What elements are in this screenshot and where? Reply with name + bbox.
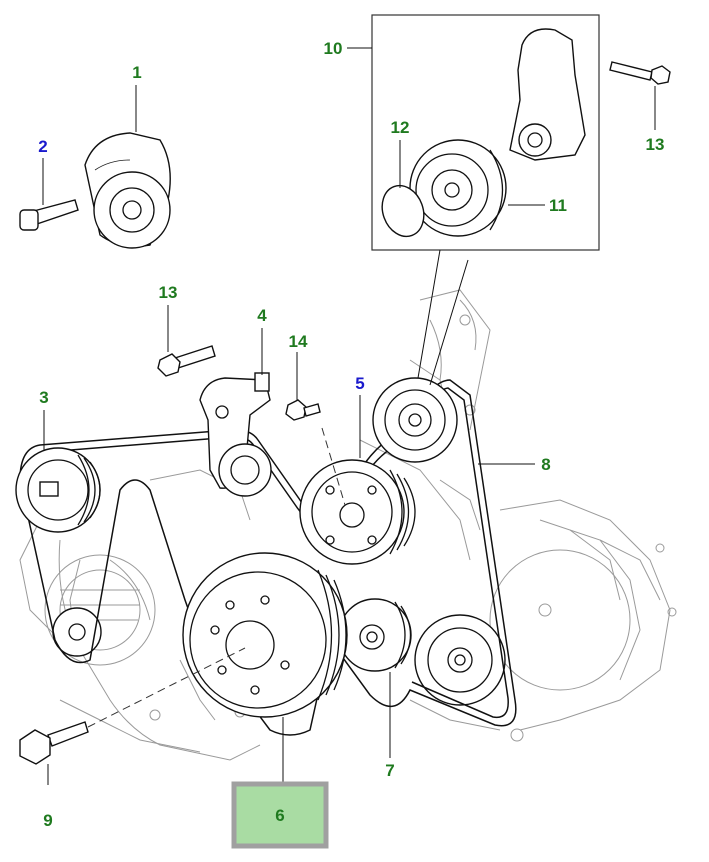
engine-block-outline: [19, 289, 677, 761]
water-pump-pulley-5: [299, 459, 416, 565]
bolt-9: [19, 721, 89, 765]
callout-14: 14: [289, 332, 308, 351]
callout-7: 7: [385, 761, 394, 780]
highlight-label: 6: [275, 806, 284, 825]
idler-pulley: [372, 377, 458, 463]
callout-4: 4: [257, 306, 267, 325]
callout-11: 11: [549, 196, 567, 215]
callout-9: 9: [43, 811, 52, 830]
highlight-box[interactable]: [231, 781, 329, 849]
callout-3: 3: [39, 388, 48, 407]
bolt-2: [19, 199, 79, 231]
callout-13-mid: 13: [159, 283, 178, 302]
crank-axis: [87, 647, 246, 728]
tensioner-1: [84, 132, 171, 249]
detail-inset-10: [371, 14, 671, 251]
crankshaft-damper-6: [182, 552, 348, 718]
alternator: [44, 554, 156, 666]
leader-lines: [42, 47, 656, 785]
callout-2: 2: [38, 137, 47, 156]
bolt-13-mid: [157, 345, 216, 377]
ac-compressor: [414, 549, 631, 706]
callout-8: 8: [541, 455, 550, 474]
callout-12: 12: [391, 118, 410, 137]
callout-13-inset: 13: [646, 135, 665, 154]
callout-1: 1: [132, 63, 141, 82]
callout-5: 5: [355, 374, 364, 393]
water-pump-axis: [321, 427, 346, 506]
bolt-14: [285, 399, 321, 421]
pulley-3: [15, 447, 101, 533]
tensioner-bracket-4: [199, 372, 272, 497]
callout-10: 10: [324, 39, 343, 58]
idler-pulley-7: [338, 598, 412, 672]
